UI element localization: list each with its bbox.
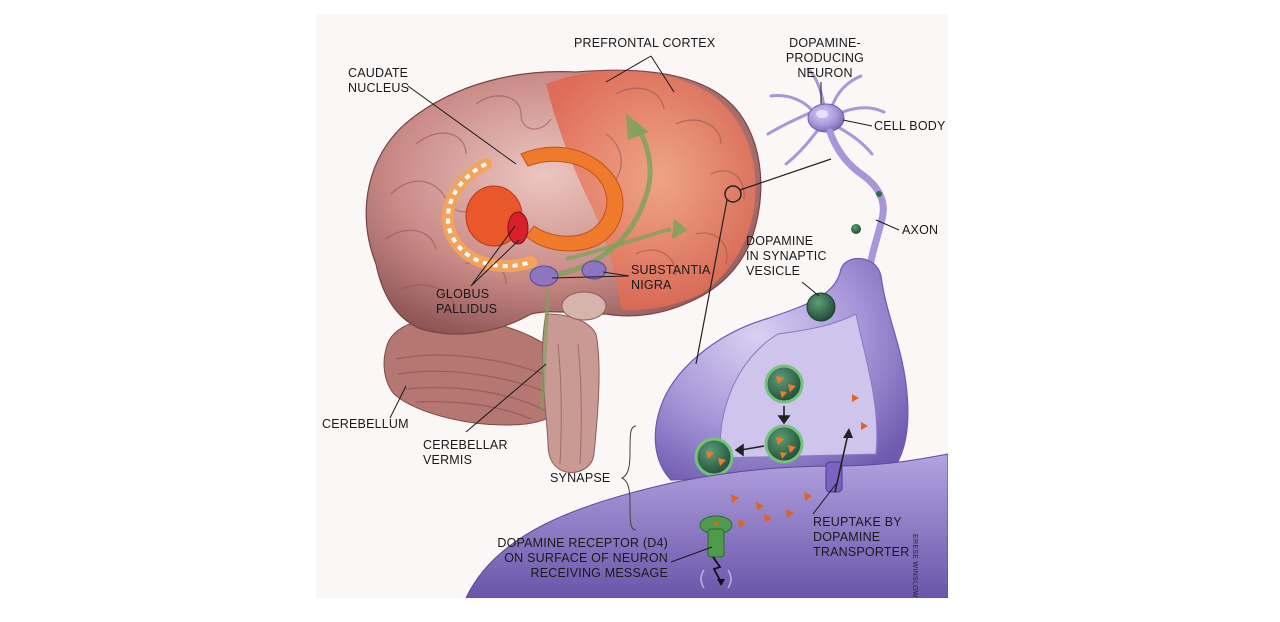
label-dopamine-in-vesicle: DOPAMINE IN SYNAPTIC VESICLE [746,234,827,279]
label-vesicle-line-1: DOPAMINE [746,234,814,248]
label-cell-body: CELL BODY [874,119,946,133]
substantia-nigra-shape [529,265,559,287]
released-dopamine [731,492,812,528]
label-receptor-line-2: ON SURFACE OF NEURON [504,551,668,565]
d4-receptor [699,515,733,589]
synaptic-vesicle [806,292,836,322]
prefrontal-cortex-region [546,70,756,310]
label-dopamine-receptor: DOPAMINE RECEPTOR (D4) ON SURFACE OF NEU… [496,536,668,581]
label-substantia-nigra: SUBSTANTIA NIGRA [631,263,711,293]
dopamine-pathway-figure: PREFRONTAL CORTEX CAUDATE NUCLEUS DOPAMI… [316,14,948,598]
label-reuptake-line-2: DOPAMINE [813,530,881,544]
label-globus-line-2: PALLIDUS [436,302,498,316]
label-synapse: SYNAPSE [550,471,611,485]
label-globus-pallidus: GLOBUS PALLIDUS [436,287,497,317]
label-neuron-line-1: DOPAMINE- [789,36,861,50]
label-reuptake: REUPTAKE BY DOPAMINE TRANSPORTER [813,515,909,560]
brain [365,69,762,473]
label-globus-line-1: GLOBUS [436,287,490,301]
dopamine-vesicles [694,364,804,477]
label-caudate-line-2: NUCLEUS [348,81,410,95]
brainstem [542,313,600,473]
label-reuptake-line-1: REUPTAKE BY [813,515,902,529]
label-vesicle-line-2: IN SYNAPTIC [746,249,827,263]
axon-shape [826,128,887,283]
globus-pallidus-shape [507,211,529,245]
label-nigra-line-2: NIGRA [631,278,672,292]
label-receptor-line-3: RECEIVING MESSAGE [530,566,668,580]
cell-body-shape [807,103,845,133]
label-neuron-line-2: PRODUCING [785,51,865,65]
label-receptor-line-1: DOPAMINE RECEPTOR (D4) [497,536,668,550]
dopamine-neuron [654,67,909,503]
label-neuron-line-3: NEURON [797,66,853,80]
label-cerebellar-vermis: CEREBELLAR VERMIS [423,438,508,468]
dopamine-transporter [825,428,853,493]
label-caudate-line-1: CAUDATE [348,66,409,80]
label-axon: AXON [902,223,939,237]
label-dopamine-producing-neuron: DOPAMINE- PRODUCING NEURON [780,36,870,81]
illustrator-credit: ERESE WINSLOW [911,534,918,598]
illustration [365,55,948,598]
label-vermis-line-2: VERMIS [423,453,473,467]
label-prefrontal-cortex: PREFRONTAL CORTEX [574,36,716,50]
label-vermis-line-1: CEREBELLAR [423,438,508,452]
label-vesicle-line-3: VESICLE [746,264,801,278]
leader-lines [389,55,900,563]
label-reuptake-line-3: TRANSPORTER [813,545,910,559]
label-caudate-nucleus: CAUDATE NUCLEUS [348,66,409,96]
label-nigra-line-1: SUBSTANTIA [631,263,711,277]
label-cerebellum: CEREBELLUM [322,417,409,431]
